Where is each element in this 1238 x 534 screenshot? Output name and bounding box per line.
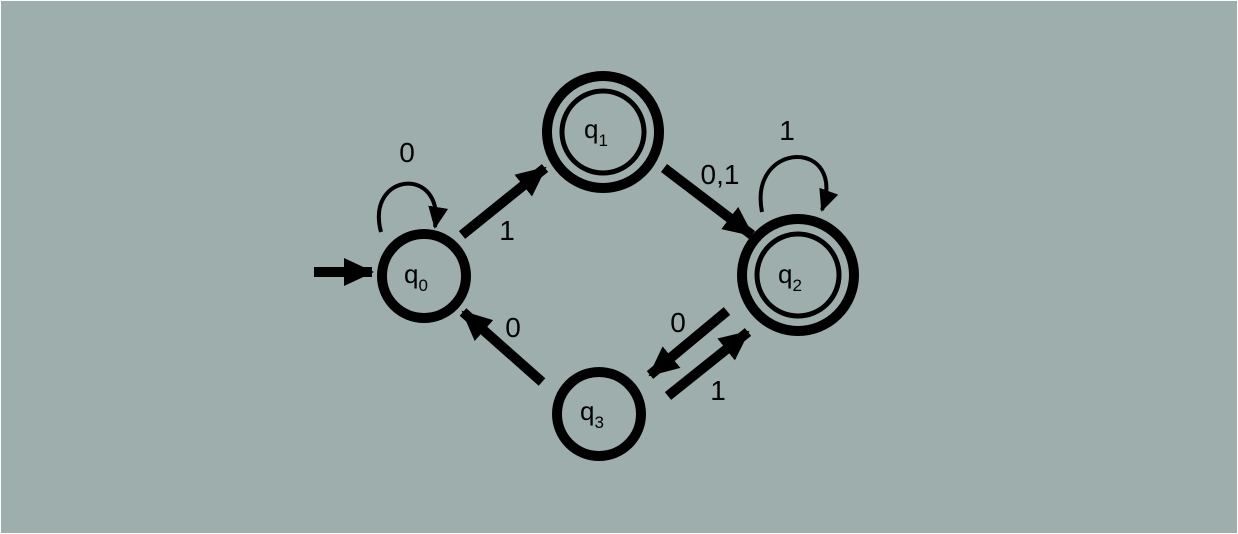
state-q1-name: q (584, 114, 598, 144)
state-q0: q0 (377, 229, 471, 323)
state-q2: q2 (737, 214, 859, 336)
transition-label-t0: 0 (399, 137, 415, 168)
svg-text:q0: q0 (404, 259, 428, 295)
state-q2-index: 2 (793, 276, 802, 295)
transition-arrow-t5 (664, 328, 752, 400)
state-q3-index: 3 (595, 413, 604, 432)
transition-label-t1: 1 (499, 215, 515, 246)
transition-label-t4: 0 (670, 307, 686, 338)
state-q1: q1 (542, 71, 664, 193)
transition-arrow-t4 (646, 307, 731, 379)
transition-label-t2: 0,1 (701, 159, 740, 190)
transition-arrow-t6 (459, 308, 546, 386)
state-q0-index: 0 (419, 276, 428, 295)
state-q3: q3 (552, 367, 646, 461)
svg-text:q3: q3 (580, 396, 604, 432)
svg-text:q1: q1 (584, 114, 608, 150)
state-q0-name: q (404, 259, 418, 289)
svg-text:q2: q2 (778, 259, 802, 295)
transition-arrow-t0 (377, 181, 449, 233)
transition-arrow-t3 (758, 155, 839, 213)
transition-label-t6: 0 (505, 312, 521, 343)
transition-label-t3: 1 (779, 115, 795, 146)
state-q1-index: 1 (599, 131, 608, 150)
state-q2-name: q (778, 259, 792, 289)
transition-arrow-t2 (660, 164, 756, 239)
transition-arrow-t1 (458, 164, 549, 239)
state-q3-name: q (580, 396, 594, 426)
transition-label-t5: 1 (710, 375, 726, 406)
